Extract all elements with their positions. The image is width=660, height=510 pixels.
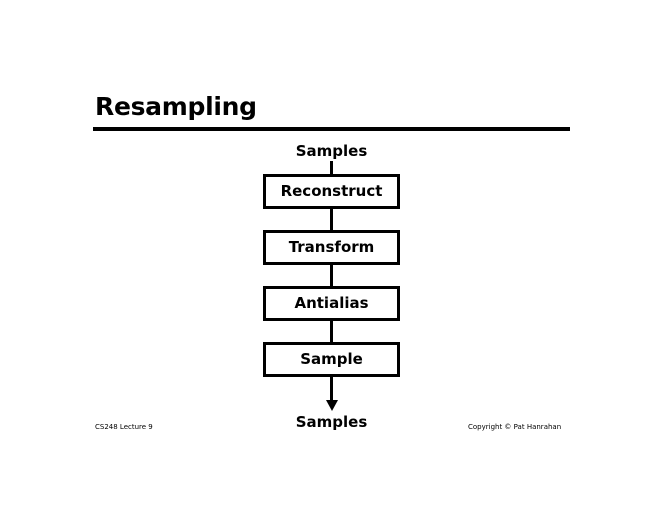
flow-stage-sample[interactable]: Sample <box>263 342 400 377</box>
flow-stage-transform-label: Transform <box>288 238 375 256</box>
footer-lecture-label: CS248 Lecture 9 <box>95 423 153 431</box>
flow-stage-reconstruct[interactable]: Reconstruct <box>263 174 400 209</box>
connector-input-to-reconstruct <box>330 161 333 174</box>
diagram-input-label: Samples <box>295 142 368 160</box>
flow-stage-antialias-label: Antialias <box>294 294 369 312</box>
connector-transform-to-antialias <box>330 265 333 286</box>
title-underline-rule <box>93 127 570 131</box>
arrow-sample-to-output-icon <box>330 377 333 401</box>
connector-reconstruct-to-transform <box>330 209 333 230</box>
flow-stage-transform[interactable]: Transform <box>263 230 400 265</box>
page-title: Resampling <box>95 92 257 121</box>
footer-copyright-label: Copyright © Pat Hanrahan <box>468 423 562 431</box>
flow-stage-sample-label: Sample <box>300 350 363 368</box>
connector-antialias-to-sample <box>330 321 333 342</box>
resampling-flow-diagram: Samples Reconstruct Transform Antialias … <box>263 142 400 432</box>
diagram-output-label: Samples <box>295 413 368 431</box>
flow-stage-reconstruct-label: Reconstruct <box>280 182 383 200</box>
flow-stage-antialias[interactable]: Antialias <box>263 286 400 321</box>
